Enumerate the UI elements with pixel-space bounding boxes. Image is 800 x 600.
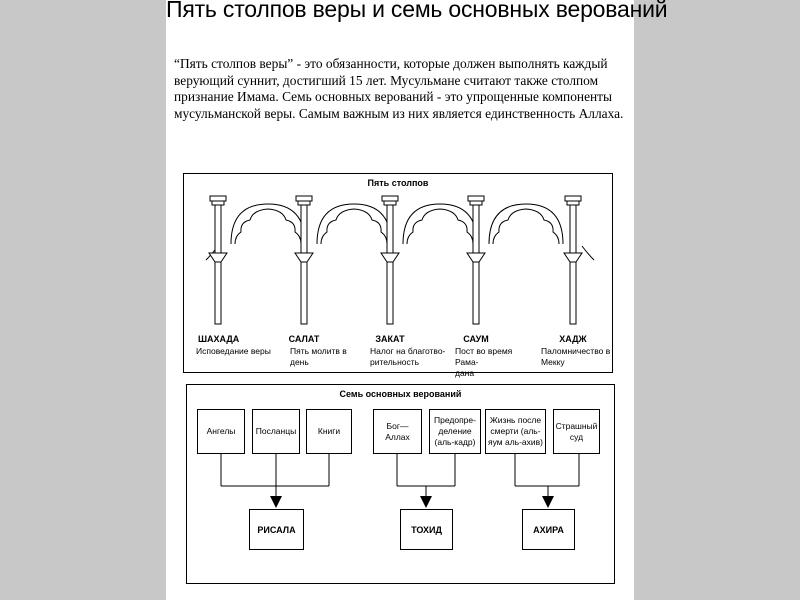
arrow-head (420, 496, 432, 508)
pillar-name-shahada: ШАХАДА (198, 334, 240, 344)
arrow-head (270, 496, 282, 508)
belief-god-allah: Бог—Аллах (373, 409, 422, 454)
pillar-desc-line: Пост во время Рама- (455, 346, 513, 367)
pillar-column (563, 195, 583, 325)
pillar-desc-shahada: Исповедание веры (196, 346, 276, 357)
belief-judgment-day: Страшный суд (553, 409, 600, 454)
belief-books: Книги (306, 409, 352, 454)
group-akhira: АХИРА (522, 509, 575, 550)
pillar-desc-salat: Пять молитв в день (290, 346, 365, 368)
intro-line: мусульманской веры. Самым важным из них … (174, 105, 624, 121)
belief-line: Посланцы (255, 426, 297, 436)
pillar-name-hajj: ХАДЖ (559, 334, 587, 344)
pillar-desc-zakat: Налог на благотво- рительность (370, 346, 450, 368)
belief-line: Бог—Аллах (385, 420, 410, 442)
pillars-figure: Пять столпов (183, 173, 613, 378)
belief-line: яум аль-ахив) (488, 437, 543, 447)
pillar-column (380, 195, 400, 325)
pillar-column (208, 195, 228, 325)
group-tawhid: ТОХИД (400, 509, 453, 550)
pillar-desc-line: рительность (370, 357, 420, 367)
arrow-head (542, 496, 554, 508)
pillar-name-salat: САЛАТ (288, 334, 320, 344)
pillar-desc-line: день (290, 357, 309, 367)
pillar-column (294, 195, 314, 325)
intro-line: признание Имама. Семь основных верований… (174, 89, 613, 104)
page-title: Пять столпов веры и семь основных верова… (166, 0, 668, 22)
pillar-desc-saum: Пост во время Рама- дана (455, 346, 537, 379)
belief-line: суд (569, 431, 584, 442)
belief-line: Книги (317, 426, 341, 436)
page: Пять столпов веры и семь основных верова… (166, 0, 668, 600)
beliefs-title: Семь основных верований (339, 389, 462, 399)
belief-line: Страшный (555, 420, 598, 431)
pillar-desc-line: Мекку (541, 357, 565, 367)
pillar-desc-line: Исповедание веры (196, 346, 271, 356)
pillar-desc-line: Налог на благотво- (370, 346, 446, 356)
pillar-desc-hajj: Паломничество в Мекку (541, 346, 611, 368)
belief-line: Предопре- (434, 415, 476, 425)
pillars-arches-drawing (205, 195, 595, 325)
arch (402, 203, 478, 245)
belief-afterlife: Жизнь после смерти (аль- яум аль-ахив) (485, 409, 546, 454)
intro-paragraph: “Пять столпов веры” - это обязанности, к… (174, 56, 634, 122)
arch (316, 203, 392, 245)
intro-line: верующий суннит, достигший 15 лет. Мусул… (174, 72, 599, 88)
intro-line: “Пять столпов веры” - это обязанности, к… (174, 56, 608, 71)
belief-messengers: Посланцы (252, 409, 300, 454)
arch (230, 203, 306, 245)
belief-line: деление (438, 426, 472, 436)
beliefs-connectors (220, 454, 580, 508)
pillar-desc-line: дана (455, 368, 475, 378)
belief-line: Ангелы (206, 426, 236, 436)
belief-angels: Ангелы (197, 409, 245, 454)
pillar-desc-line: Паломничество в (541, 346, 611, 356)
pillar-column (466, 195, 486, 325)
beliefs-figure: Семь основных верований (186, 384, 615, 584)
arch (488, 203, 564, 245)
pillar-name-saum: САУМ (463, 334, 489, 344)
pillar-desc-line: Пять молитв в (290, 346, 347, 356)
belief-line: смерти (аль- (490, 426, 541, 436)
belief-line: Жизнь после (489, 415, 542, 425)
belief-line: (аль-кадр) (434, 437, 476, 447)
pillar-name-zakat: ЗАКАТ (375, 334, 405, 344)
group-risala: РИСАЛА (249, 509, 304, 550)
belief-predestination: Предопре- деление (аль-кадр) (429, 409, 481, 454)
pillars-title: Пять столпов (367, 178, 429, 188)
